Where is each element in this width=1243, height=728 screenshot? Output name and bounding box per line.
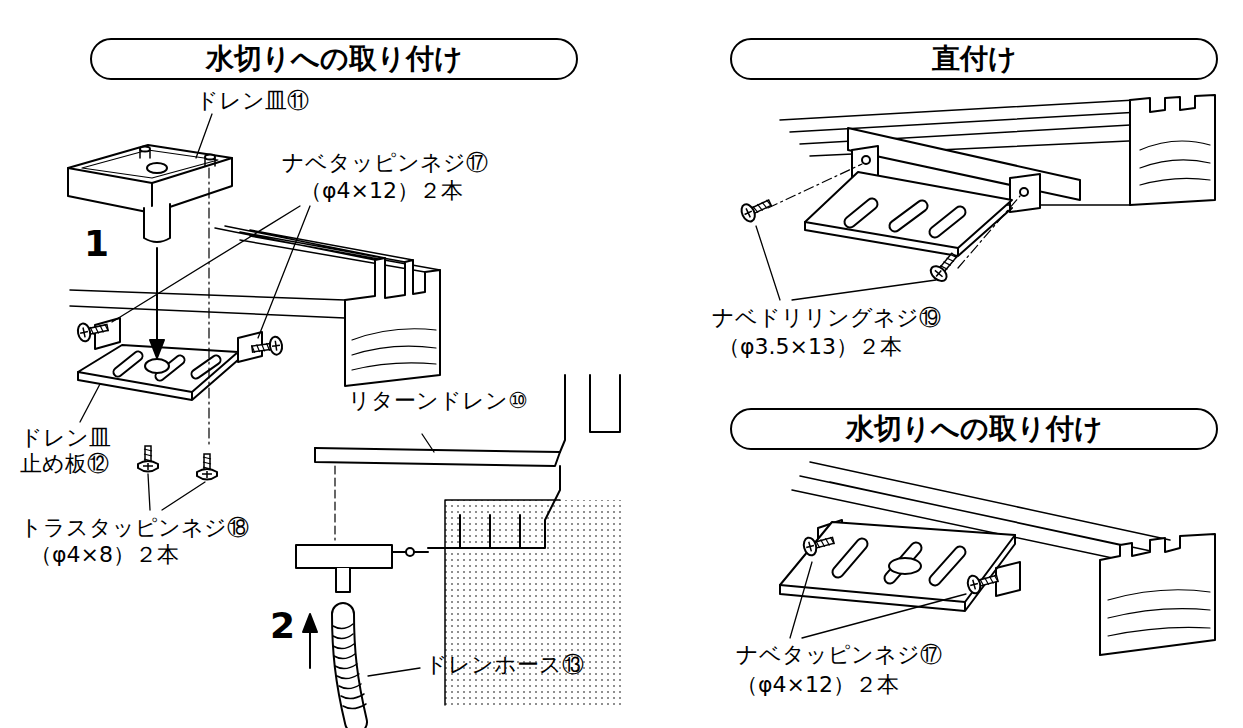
part-label: ドレン皿⑪	[196, 88, 309, 114]
spec-label: （φ4×8）２本	[30, 542, 179, 568]
spec-label: （φ3.5×13）２本	[718, 334, 902, 360]
part-label: トラスタッピンネジ⑱	[20, 515, 249, 541]
step-number: 1	[84, 222, 109, 265]
part-label: ナベドリリングネジ⑲	[712, 305, 941, 331]
section-heading: 水切りへの取り付け	[730, 408, 1218, 450]
spec-label: （φ4×12）２本	[736, 672, 899, 698]
part-label: ドレン皿 止め板⑫	[20, 425, 117, 478]
part-label: ドレンホース⑬	[425, 652, 584, 678]
part-label: ナベタッピンネジ⑰	[282, 150, 488, 176]
heading-text: 水切りへの取り付け	[846, 414, 1103, 445]
part-label: リターンドレン⑩	[348, 388, 528, 414]
part-label: ナベタッピンネジ⑰	[736, 642, 942, 668]
section-heading: 水切りへの取り付け	[90, 38, 578, 80]
heading-text: 水切りへの取り付け	[206, 44, 463, 75]
section-heading: 直付け	[730, 38, 1218, 80]
heading-text: 直付け	[932, 44, 1017, 75]
step-number: 2	[270, 604, 295, 647]
spec-label: （φ4×12）２本	[300, 178, 463, 204]
